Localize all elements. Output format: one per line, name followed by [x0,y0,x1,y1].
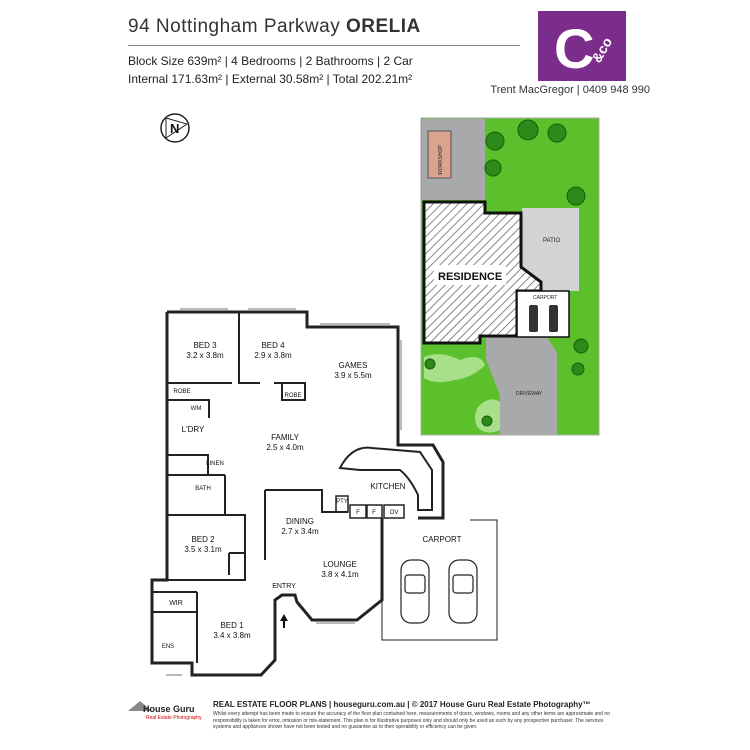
room-name: DINING [286,517,314,526]
house-guru-logo: House Guru Real Estate Photography [128,701,202,721]
header-divider [128,45,520,46]
house-roof-icon [128,701,152,711]
room-name: KITCHEN [370,482,405,491]
site-driveway-label: DRIVEWAY [516,391,543,397]
room-name: BED 1 [220,621,244,630]
room-name: CARPORT [423,535,462,544]
room-name: GAMES [339,361,368,370]
site-workshop [427,130,452,179]
site-carport [516,290,570,338]
site-carport-label: CARPORT [533,295,557,301]
outer-wall [167,310,445,520]
room-size: 3.2 x 3.8m [186,351,224,360]
robe-label: ROBE [284,393,301,399]
site-trees [424,119,589,427]
compass-letter: N [170,121,179,136]
fridge-label: F [356,510,360,516]
internal-wall [228,552,245,575]
outer-wall [150,312,384,677]
site-car-icon [529,305,538,332]
internal-wall [167,382,306,401]
property-address: 94 Nottingham Parkway ORELIA [128,16,421,38]
room-name: BED 3 [193,341,217,350]
car-icon [452,574,474,594]
site-driveway [486,337,557,435]
address-suburb: ORELIA [346,16,421,37]
car-icon [448,559,478,624]
room-name: LOUNGE [323,560,357,569]
logo-letter: C [554,17,594,80]
house-guru-subtitle: Real Estate Photography [146,715,202,721]
agent-contact: Trent MacGregor | 0409 948 990 [490,84,650,96]
room-size: 3.8 x 4.1m [321,570,359,579]
laundry-label: L'DRY [182,425,205,434]
linen-label: LINEN [206,461,224,467]
pantry-label: PTY [336,499,348,505]
room-size: 3.9 x 5.5m [334,371,372,380]
internal-wall [152,514,246,581]
room-size: 2.9 x 3.8m [254,351,292,360]
address-street: 94 Nottingham Parkway [128,16,341,37]
bath-label: BATH [195,486,211,492]
footer-credit-line: REAL ESTATE FLOOR PLANS | houseguru.com.… [213,700,591,709]
oven-label: OV [390,510,399,516]
site-residence-label-bg [434,265,506,285]
kitchen-appliances [335,495,405,519]
floor-plan [150,310,498,677]
carport-outline [381,519,498,641]
agency-logo: C &co [538,11,626,81]
site-workshop-label: WORKSHOP [438,145,444,175]
property-specs-line1: Block Size 639m² | 4 Bedrooms | 2 Bathro… [128,54,413,68]
entry-label: ENTRY [272,583,296,590]
site-car-icon [549,305,558,332]
internal-wall [167,399,226,516]
site-residence-label: RESIDENCE [438,271,502,283]
site-plan: WORKSHOP PATIO DRIVEWAY RESIDENCE CARPOR… [420,117,600,436]
kitchen-bench [338,446,433,511]
property-specs-line2: Internal 171.63m² | External 30.58m² | T… [128,72,413,86]
site-garden-bed [424,354,485,383]
internal-wall [152,591,198,663]
ensuite-label: ENS [162,644,174,650]
house-guru-brand: House Guru [143,704,195,714]
site-patio-label: PATIO [543,238,560,244]
windows [166,308,402,676]
car-icon [404,574,426,594]
robe-label: ROBE [173,389,190,395]
car-icon [400,559,430,624]
wir-label: WIR [169,600,183,607]
footer-disclaimer: Whilst every attempt has been made to en… [213,711,610,730]
carport-cars [400,559,478,624]
room-size: 3.5 x 3.1m [184,545,222,554]
internal-wall [264,489,348,560]
north-compass-icon: N [160,113,190,143]
room-name: FAMILY [271,433,300,442]
room-size: 2.5 x 4.0m [266,443,304,452]
room-size: 3.4 x 3.8m [213,631,251,640]
wm-label: WM [191,406,202,412]
room-name: BED 4 [261,341,285,350]
room-name: BED 2 [191,535,215,544]
entry-arrow-icon [280,614,288,628]
fridge-label: F [372,510,376,516]
room-size: 2.7 x 3.4m [281,527,319,536]
